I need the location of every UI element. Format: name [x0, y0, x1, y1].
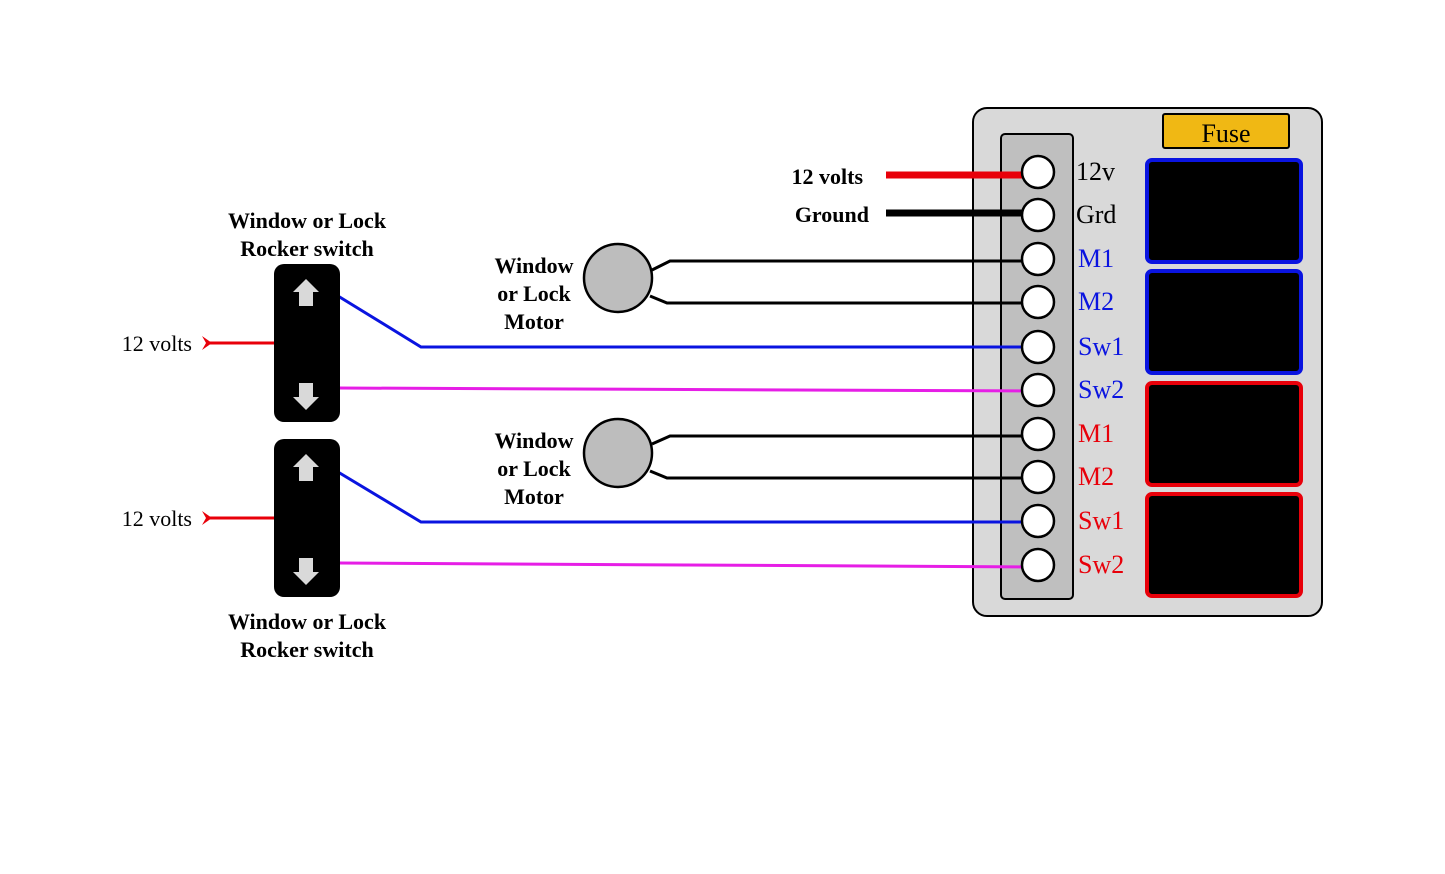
- terminal-m2-red: [1020, 459, 1056, 495]
- switch-2-title-line2: Rocker switch: [240, 637, 373, 662]
- terminal-label: Sw2: [1078, 375, 1124, 404]
- terminal-label: Sw2: [1078, 550, 1124, 579]
- terminal-label: 12v: [1076, 157, 1115, 186]
- switch-1-body: [274, 264, 340, 422]
- relay-2: [1145, 269, 1303, 375]
- motor-1-wire-m2: [649, 294, 1037, 305]
- terminal-sw2-blue: [1020, 372, 1056, 408]
- motor-2-body: [582, 417, 654, 489]
- terminal-12v: [1020, 154, 1056, 190]
- control-module: Fuse: [972, 107, 1323, 617]
- terminal-label: Grd: [1076, 200, 1116, 229]
- motor-2-label-line2: or Lock: [497, 456, 571, 481]
- terminal-m1-blue: [1020, 241, 1056, 277]
- relay-4: [1145, 492, 1303, 598]
- terminal-label: M1: [1078, 419, 1114, 448]
- switch-2-input-arrow-icon: [202, 511, 212, 525]
- terminal-m2-blue: [1020, 284, 1056, 320]
- power-input: 12 volts Ground: [792, 164, 1037, 227]
- switch-1-wire-up: [337, 294, 1037, 349]
- motor-1-wire-m1: [651, 259, 1037, 272]
- power-volts-label: 12 volts: [792, 164, 864, 189]
- switch-2-input-label: 12 volts: [122, 506, 192, 531]
- terminal-m1-red: [1020, 416, 1056, 452]
- fuse-label: Fuse: [1201, 119, 1250, 148]
- switch-2-wire-up: [337, 470, 1037, 524]
- motor-1-body: [582, 242, 654, 314]
- motor-2: Window or Lock Motor: [494, 417, 654, 509]
- terminal-sw2-red: [1020, 547, 1056, 583]
- motor-1-label-line1: Window: [494, 253, 573, 278]
- relay-3: [1145, 381, 1303, 487]
- switch-1-title-line1: Window or Lock: [228, 208, 387, 233]
- terminal-strip: [1000, 133, 1074, 600]
- motor-1: Window or Lock Motor: [494, 242, 654, 334]
- rocker-switch-2: 12 volts Window or Lock Rocker switch: [122, 439, 387, 662]
- motor-1-label-line3: Motor: [504, 309, 564, 334]
- rocker-switch-1: Window or Lock Rocker switch 12 volts: [122, 208, 387, 422]
- switch-2-body: [274, 439, 340, 597]
- switch-wires: [337, 294, 1038, 569]
- switch-1-title-line2: Rocker switch: [240, 236, 373, 261]
- fuse: [1162, 113, 1290, 149]
- motor-2-wire-m1: [651, 434, 1037, 446]
- motor-2-wire-m2: [649, 469, 1037, 480]
- terminal-label: M2: [1078, 462, 1114, 491]
- switch-2-title-line1: Window or Lock: [228, 609, 387, 634]
- relay-1: [1145, 158, 1303, 264]
- terminal-label: M2: [1078, 287, 1114, 316]
- motor-2-label-line1: Window: [494, 428, 573, 453]
- switch-1-input-arrow-icon: [202, 336, 212, 350]
- terminals: 12v Grd M1 M2 Sw1 Sw2 M1 M2 Sw1 Sw2: [1020, 154, 1124, 583]
- terminal-sw1-blue: [1020, 329, 1056, 365]
- terminal-label: Sw1: [1078, 506, 1124, 535]
- switch-2-wire-down: [337, 561, 1038, 569]
- terminal-label: Sw1: [1078, 332, 1124, 361]
- terminal-sw1-red: [1020, 503, 1056, 539]
- motor-2-label-line3: Motor: [504, 484, 564, 509]
- motor-wires: [649, 259, 1037, 480]
- switch-1-input-label: 12 volts: [122, 331, 192, 356]
- switch-1-wire-down: [337, 386, 1038, 393]
- terminal-grd: [1020, 197, 1056, 233]
- power-ground-label: Ground: [795, 202, 869, 227]
- motor-1-label-line2: or Lock: [497, 281, 571, 306]
- terminal-label: M1: [1078, 244, 1114, 273]
